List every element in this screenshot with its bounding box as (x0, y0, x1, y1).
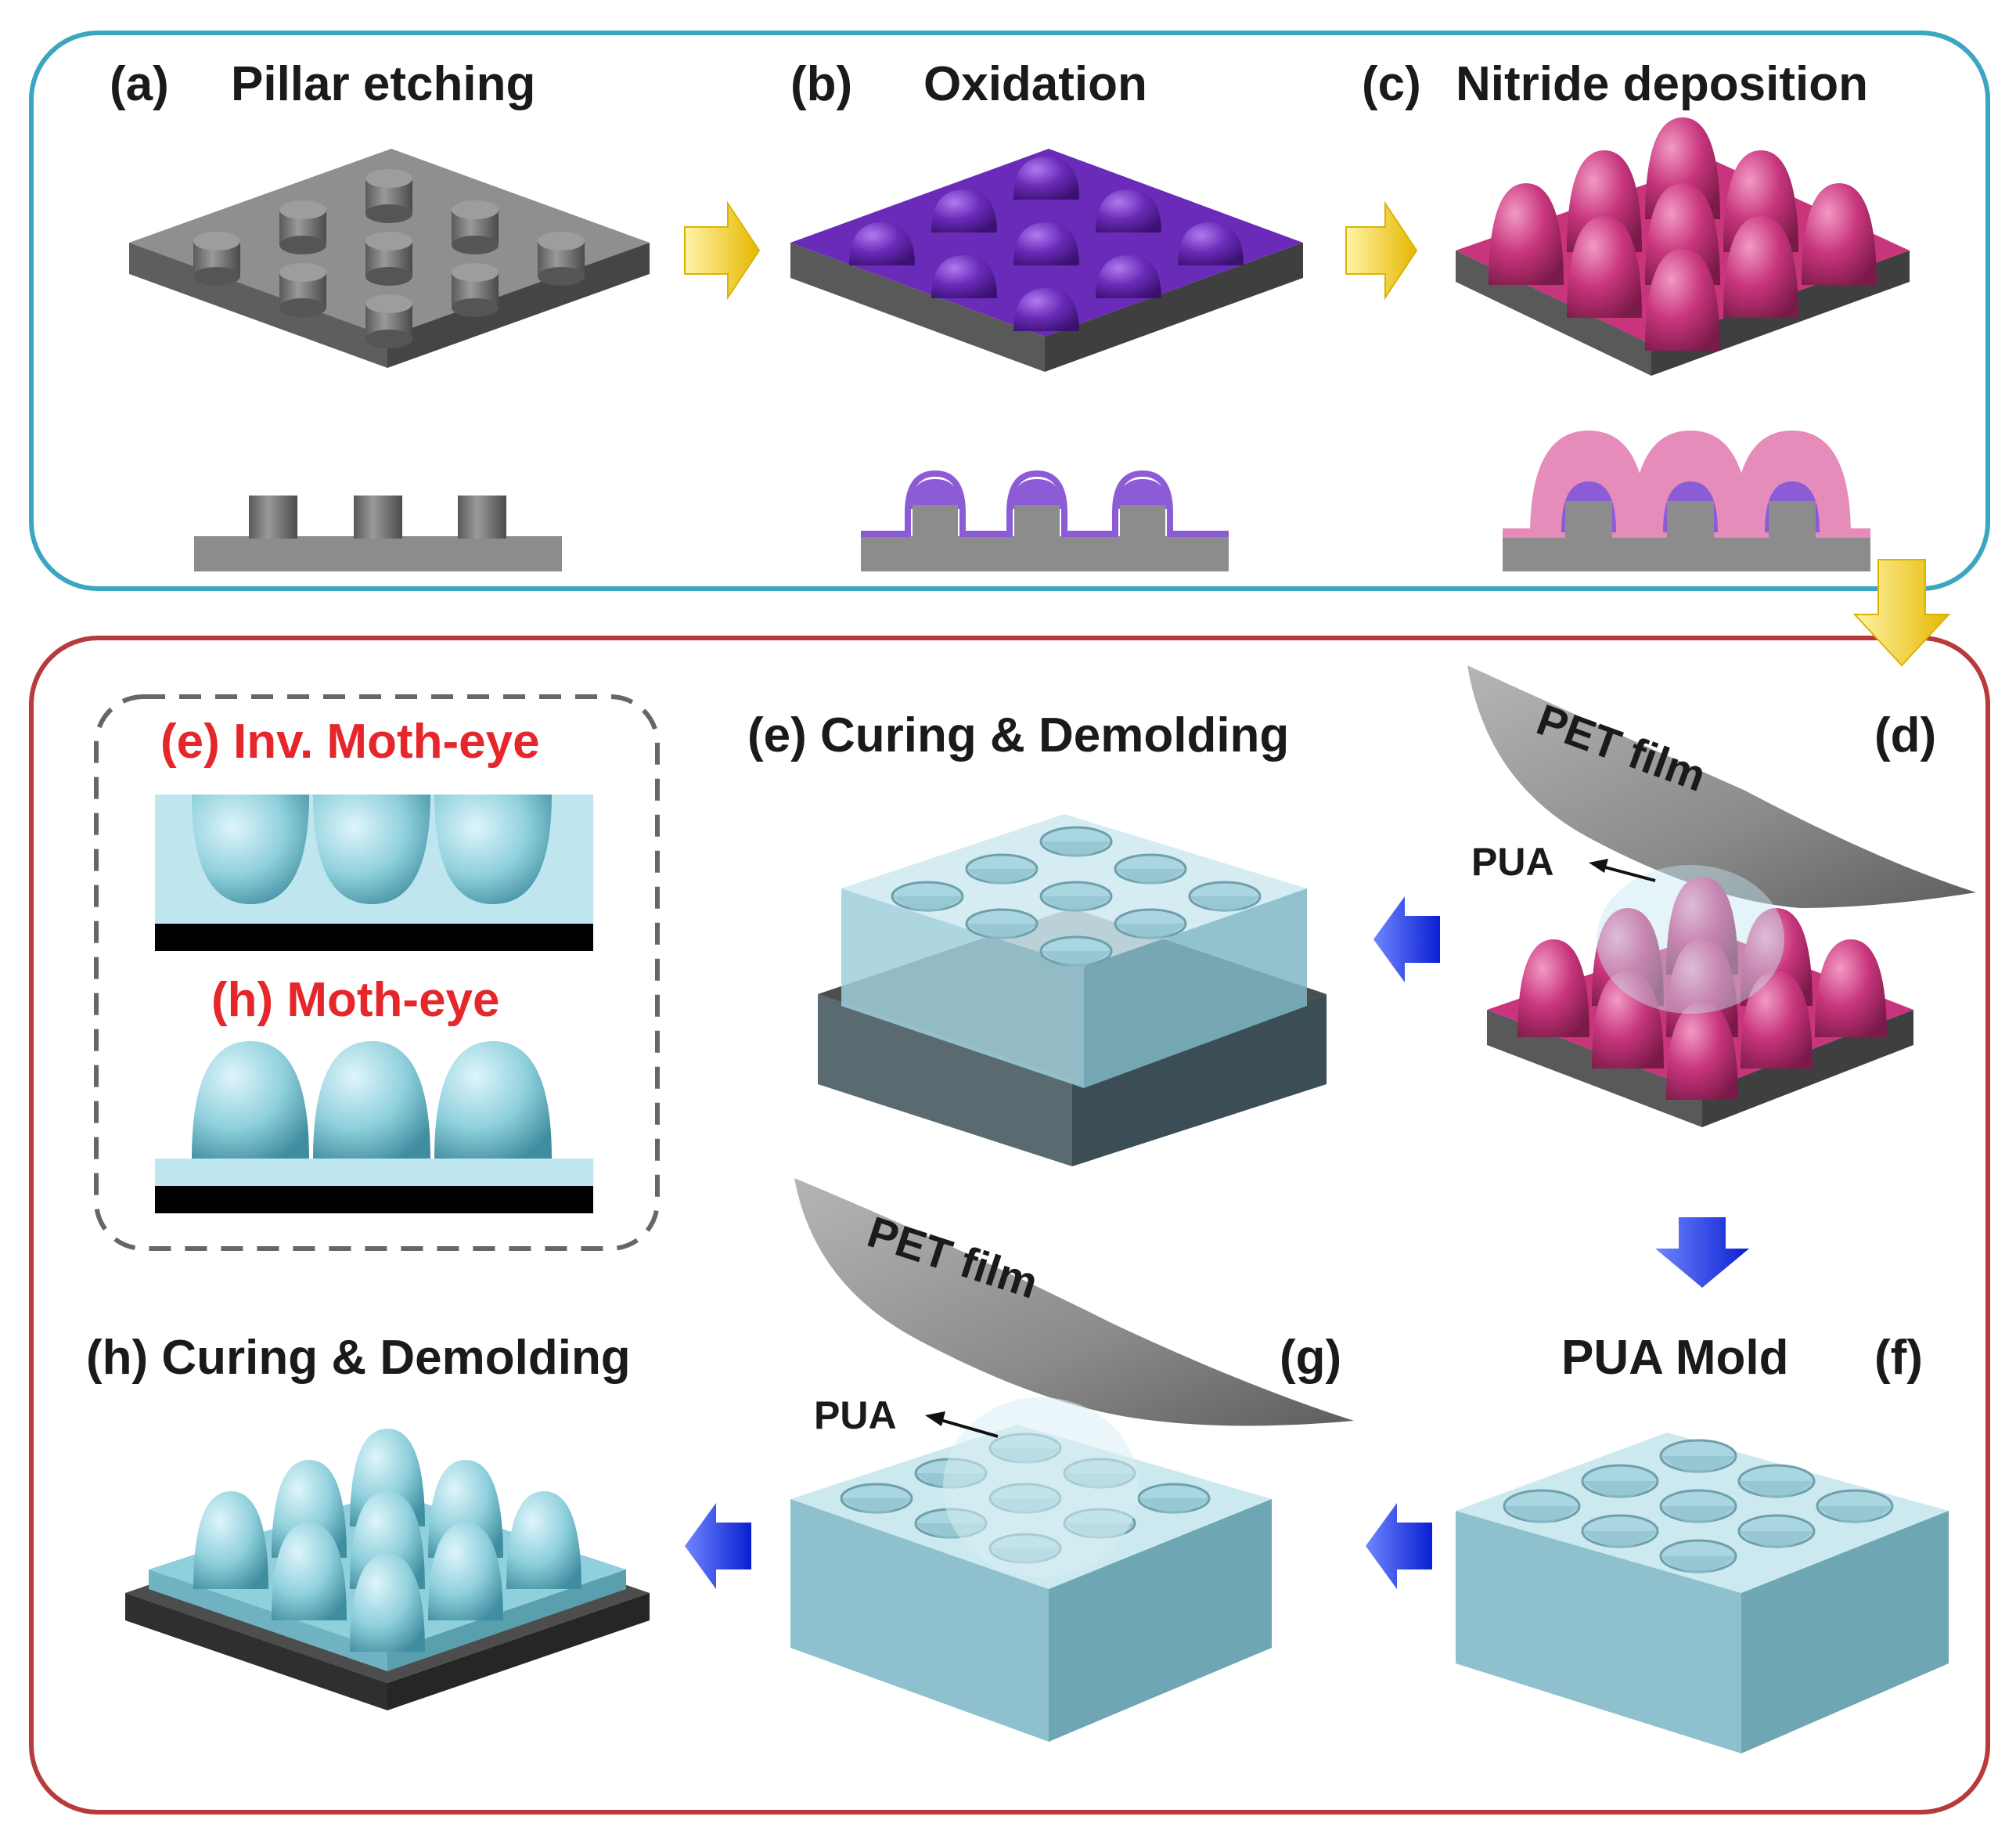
label-a-tag: (a) (110, 57, 169, 111)
pillar (193, 232, 240, 286)
mold-cavity (1581, 1464, 1659, 1498)
mold-cavity (1581, 1514, 1659, 1548)
label-f-title: PUA Mold (1561, 1331, 1788, 1385)
label-b-tag: (b) (790, 57, 852, 111)
moth-eye-cone (428, 1523, 503, 1620)
arrow-a-to-b (684, 200, 761, 301)
mold-cavity (1737, 1464, 1816, 1498)
mold-cavity (891, 881, 964, 912)
mold-cavity (1188, 881, 1262, 912)
bottom-panel-frame (29, 636, 1990, 1815)
arrow-f-to-g (1366, 1503, 1432, 1589)
mold-cavity (1114, 853, 1187, 885)
label-c-tag: (c) (1362, 57, 1421, 111)
mold-cavity (1659, 1539, 1737, 1573)
moth-eye-cone (193, 1491, 268, 1589)
label-e-title: (e) Curing & Demolding (747, 708, 1289, 762)
pua-droplet-g (943, 1397, 1139, 1577)
pillar (279, 263, 326, 317)
oxide-dome (1178, 222, 1244, 265)
nitride-cone (1815, 939, 1887, 1037)
oxide-dome (849, 222, 915, 265)
oxidized-substrate (790, 149, 1303, 372)
oxide-dome (1013, 157, 1079, 200)
moth-eye-cone (350, 1554, 425, 1652)
oxide-dome (931, 189, 997, 232)
oxide-dome (1096, 189, 1161, 232)
nitride-substrate (1456, 117, 1910, 376)
moth-eye-cone (272, 1523, 347, 1620)
nitride-cone (1645, 249, 1720, 351)
pua-pointer-g (925, 1411, 999, 1438)
pillar-cross-section (194, 496, 562, 571)
mold-cavity (1816, 1489, 1894, 1523)
nitride-cone (1741, 971, 1813, 1069)
pua-mold-f (1456, 1433, 1949, 1753)
label-h-title: (h) Curing & Demolding (86, 1331, 631, 1385)
arrow-c-to-d (1852, 559, 1951, 667)
cured-pua-e (818, 814, 1327, 1166)
pet-film-g (794, 1178, 1354, 1426)
label-g-pua: PUA (814, 1393, 897, 1437)
mold-cavity (965, 853, 1039, 885)
label-a-title: Pillar etching (231, 57, 535, 111)
nitride-cone (1723, 216, 1798, 318)
label-b-title: Oxidation (923, 57, 1147, 111)
pillar (365, 169, 412, 223)
nitride-cone (1567, 216, 1642, 318)
oxide-cross-section (861, 470, 1229, 571)
nitride-cross-section (1503, 431, 1870, 571)
inverted-moth-eye-section (155, 795, 593, 951)
pua-droplet-d (1597, 865, 1784, 1014)
arrow-d-to-f (1655, 1217, 1749, 1288)
label-c-title: Nitride deposition (1456, 57, 1868, 111)
mold-cavity (1659, 1439, 1737, 1473)
pet-film-d (1467, 665, 1976, 908)
mold-cavity (1659, 1489, 1737, 1523)
mold-cavity (1039, 826, 1113, 857)
pillar (452, 200, 499, 254)
nitride-cone (1802, 183, 1877, 285)
mold-cavity (1737, 1514, 1816, 1548)
pillar-etched-substrate (129, 149, 650, 368)
mold-cavity (1137, 1483, 1211, 1514)
nitride-cone (1666, 1002, 1738, 1100)
arrow-d-to-e (1373, 896, 1440, 982)
top-panel-frame (29, 31, 1990, 591)
oxide-dome (931, 255, 997, 298)
moth-eye-section (155, 1041, 593, 1213)
arrow-g-to-h (685, 1503, 751, 1589)
inset-label-inv-moth-eye: (e) Inv. Moth-eye (160, 715, 540, 769)
oxide-dome (1096, 255, 1161, 298)
mold-cavity (1039, 881, 1113, 912)
mold-cavity (1039, 935, 1113, 967)
pillar (365, 294, 412, 348)
label-d-pua: PUA (1471, 840, 1554, 884)
moth-eye-h (125, 1429, 650, 1710)
nitride-mold-d (1487, 865, 1913, 1127)
label-d-tag: (d) (1874, 708, 1936, 762)
pua-pointer-d (1589, 859, 1656, 882)
mold-cavity (1503, 1489, 1581, 1523)
label-f-tag: (f) (1874, 1331, 1923, 1385)
inset-frame (94, 694, 660, 1251)
moth-eye-cone (506, 1491, 581, 1589)
nitride-cone (1592, 971, 1664, 1069)
pillar (279, 200, 326, 254)
label-g-tag: (g) (1280, 1331, 1341, 1385)
inset-label-moth-eye: (h) Moth-eye (211, 973, 500, 1027)
pua-mold-g (790, 1397, 1272, 1742)
mold-cavity (965, 908, 1039, 939)
arrow-b-to-c (1345, 200, 1418, 301)
oxide-dome (1013, 222, 1079, 265)
mold-cavity (840, 1483, 913, 1514)
oxide-dome (1013, 288, 1079, 331)
pillar (365, 232, 412, 286)
nitride-cone (1517, 939, 1589, 1037)
nitride-cone (1489, 183, 1564, 285)
pillar (538, 232, 585, 286)
mold-cavity (1114, 908, 1187, 939)
pillar (452, 263, 499, 317)
